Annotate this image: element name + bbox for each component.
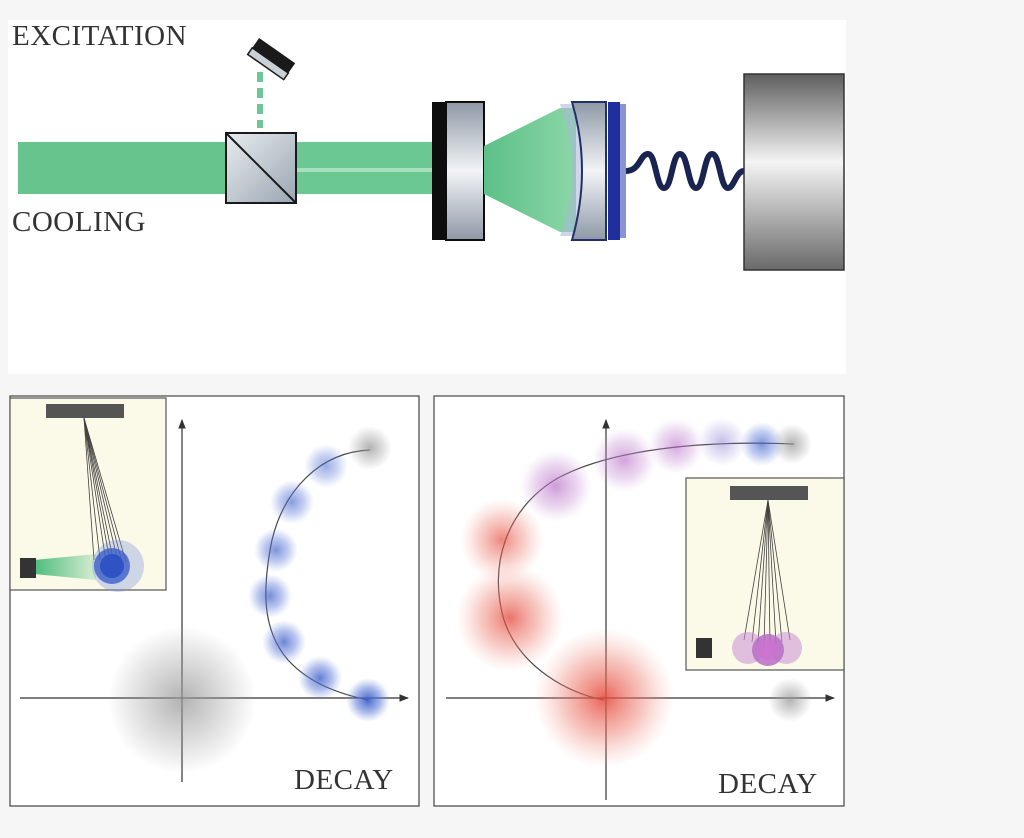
support-block	[743, 73, 845, 271]
left-thermal-state	[108, 626, 256, 774]
right-thermal-state	[768, 678, 812, 722]
excitation-mirror-icon	[246, 38, 296, 81]
right-pendulum-inset	[685, 477, 845, 671]
beam-splitter-icon	[225, 132, 297, 204]
decay-label-left: DECAY	[294, 764, 394, 796]
decay-label-right: DECAY	[718, 768, 818, 800]
right-coherent-states	[456, 418, 812, 768]
spring-icon	[625, 150, 745, 192]
end-mirror-icon	[560, 101, 626, 241]
excitation-beam	[20, 63, 263, 128]
setup-panel	[8, 20, 846, 374]
left-coherent-states	[248, 426, 392, 722]
cooling-beam	[18, 142, 228, 194]
left-pendulum-inset	[9, 397, 167, 592]
cooling-label: COOLING	[12, 206, 146, 238]
input-mirror-icon	[432, 101, 485, 241]
cavity-mode	[484, 108, 576, 232]
excitation-label: EXCITATION	[12, 20, 188, 52]
